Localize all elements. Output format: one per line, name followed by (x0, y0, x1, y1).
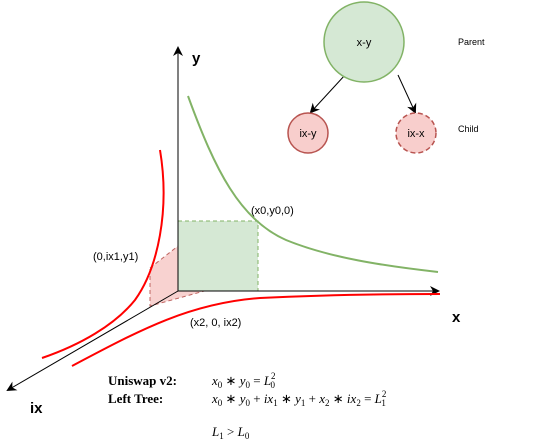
red-curve-left (41, 149, 165, 359)
tree-edge-left (309, 74, 346, 114)
inequality-formula: L1 > L0 (211, 424, 250, 441)
left-tree-label: Left Tree: (108, 391, 163, 406)
bottom-point-label: (x2, 0, ix2) (190, 317, 241, 329)
left-point-label: (0,ix1,y1) (93, 251, 138, 263)
x-axis-label: x (452, 309, 461, 326)
green-point-label: (x0,y0,0) (251, 205, 294, 217)
tree-child-left-node (287, 112, 329, 154)
tree-edge-right (397, 74, 417, 114)
tree-child-left-label: ix-y (299, 128, 317, 140)
tree-parent-caption: Parent (458, 37, 485, 47)
ix-axis-label: ix (30, 400, 43, 417)
green-shaded-region (177, 220, 259, 292)
green-curve (187, 95, 439, 273)
tree-child-right-label: ix-x (407, 128, 425, 140)
uniswap-label: Uniswap v2: (108, 373, 177, 388)
red-curve-bottom (71, 293, 441, 367)
tree-child-caption: Child (458, 124, 479, 134)
tree-parent-node-label: x-y (357, 37, 372, 49)
y-axis-label: y (192, 50, 201, 67)
tree-child-right-node (395, 112, 437, 154)
tree-parent-node (323, 1, 405, 83)
ix-axis (6, 290, 179, 392)
